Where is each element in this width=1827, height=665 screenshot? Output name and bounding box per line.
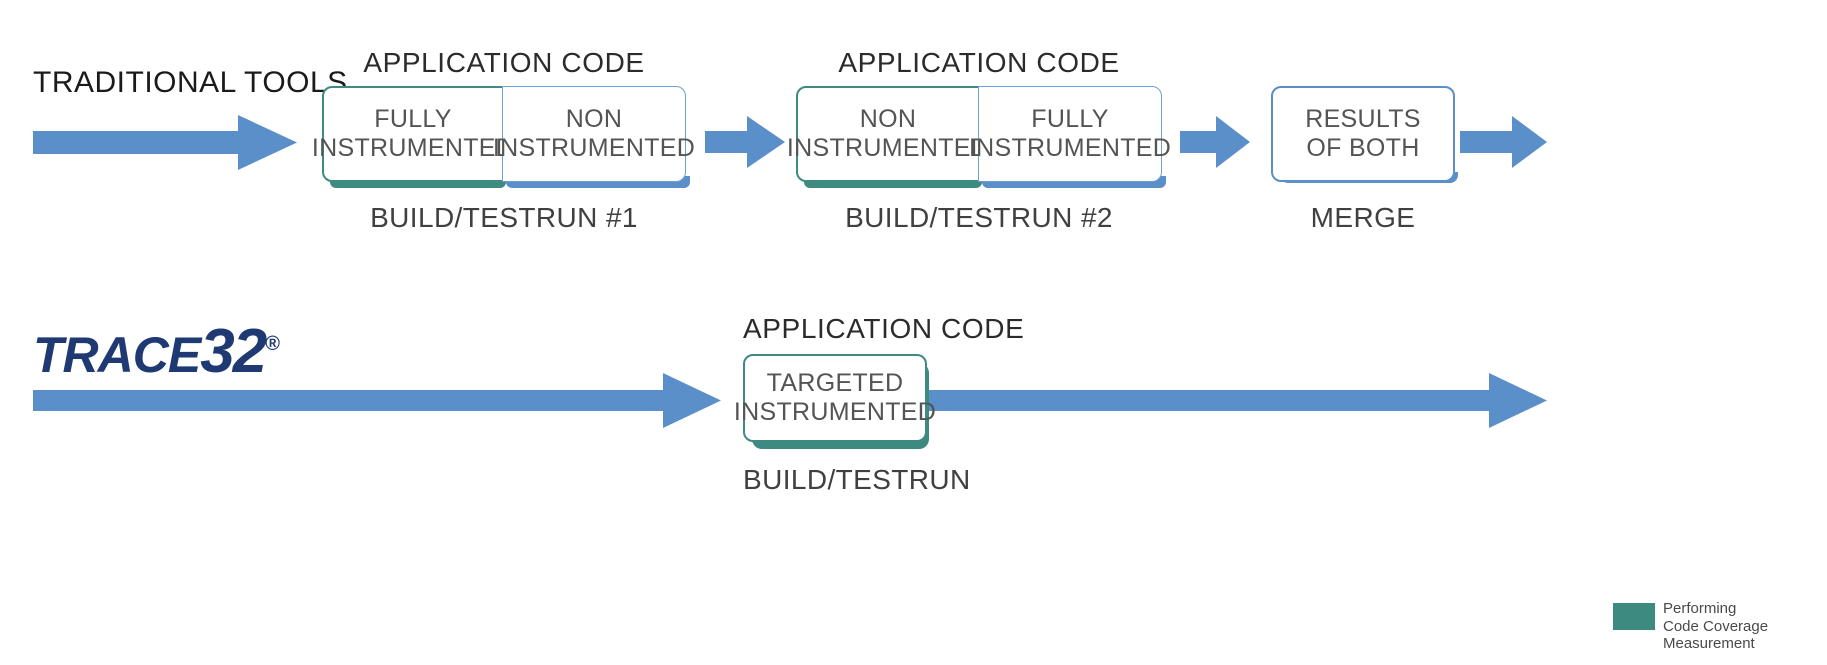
arrow-into-targeted-build xyxy=(33,373,721,428)
box-line-1: NON xyxy=(859,105,917,133)
box-line-2: INSTRUMENTED xyxy=(311,134,515,162)
arrow-build2-to-merge xyxy=(1180,116,1250,168)
box-line-1: TARGETED xyxy=(766,369,904,397)
group-title-application-code-3: APPLICATION CODE xyxy=(743,313,1025,344)
arrow-out-of-merge xyxy=(1460,116,1547,168)
caption-build-testrun-1: BUILD/TESTRUN #1 xyxy=(370,202,638,233)
box-line-2: INSTRUMENTED xyxy=(492,134,696,162)
box-results-of-both[interactable]: RESULTS OF BOTH xyxy=(1271,86,1455,182)
legend-line-2: Code Coverage xyxy=(1663,617,1769,635)
trace32-logo: TRACE32® xyxy=(33,316,280,387)
box-line-2: INSTRUMENTED xyxy=(968,134,1172,162)
box-label: FULLY INSTRUMENTED xyxy=(969,105,1171,163)
legend-color-swatch-icon xyxy=(1613,603,1655,630)
legend-line-3: Measurement xyxy=(1663,635,1755,653)
row-label-traditional-tools: TRADITIONAL TOOLS xyxy=(33,66,348,99)
legend: Performing Code Coverage Measurement xyxy=(1613,600,1768,653)
arrow-out-of-targeted-build xyxy=(925,373,1547,428)
box-non-instrumented-2[interactable]: NON INSTRUMENTED xyxy=(787,86,989,182)
arrow-into-build-testrun-1 xyxy=(33,115,297,170)
box-label: NON INSTRUMENTED xyxy=(787,105,989,163)
caption-merge: MERGE xyxy=(1310,202,1416,233)
box-label: RESULTS OF BOTH xyxy=(1305,105,1421,163)
caption-build-testrun-2: BUILD/TESTRUN #2 xyxy=(845,202,1113,233)
box-line-2: INSTRUMENTED xyxy=(733,398,937,426)
box-line-2: OF BOTH xyxy=(1306,134,1420,162)
box-line-1: FULLY xyxy=(1031,105,1109,133)
box-label: TARGETED INSTRUMENTED xyxy=(734,369,936,427)
legend-line-1: Performing xyxy=(1663,600,1737,617)
box-fully-instrumented-1[interactable]: FULLY INSTRUMENTED xyxy=(312,86,514,182)
group-title-application-code-2: APPLICATION CODE xyxy=(838,47,1120,78)
box-line-1: NON xyxy=(565,105,623,133)
box-fully-instrumented-2[interactable]: FULLY INSTRUMENTED xyxy=(969,86,1171,182)
box-line-1: RESULTS xyxy=(1305,105,1421,133)
group-title-application-code-1: APPLICATION CODE xyxy=(363,47,645,78)
brand-number: 32 xyxy=(200,317,267,386)
box-label: NON INSTRUMENTED xyxy=(493,105,695,163)
box-line-1: FULLY xyxy=(374,105,452,133)
arrow-build1-to-build2 xyxy=(705,116,785,168)
box-label: FULLY INSTRUMENTED xyxy=(312,105,514,163)
box-non-instrumented-1[interactable]: NON INSTRUMENTED xyxy=(493,86,695,182)
caption-build-testrun-bottom: BUILD/TESTRUN xyxy=(743,464,971,495)
brand-word: TRACE xyxy=(33,327,201,383)
legend-text: Performing Code Coverage Measurement xyxy=(1663,600,1768,653)
registered-trademark-icon: ® xyxy=(265,333,280,355)
box-line-2: INSTRUMENTED xyxy=(786,134,990,162)
box-targeted-instrumented[interactable]: TARGETED INSTRUMENTED xyxy=(734,354,936,442)
